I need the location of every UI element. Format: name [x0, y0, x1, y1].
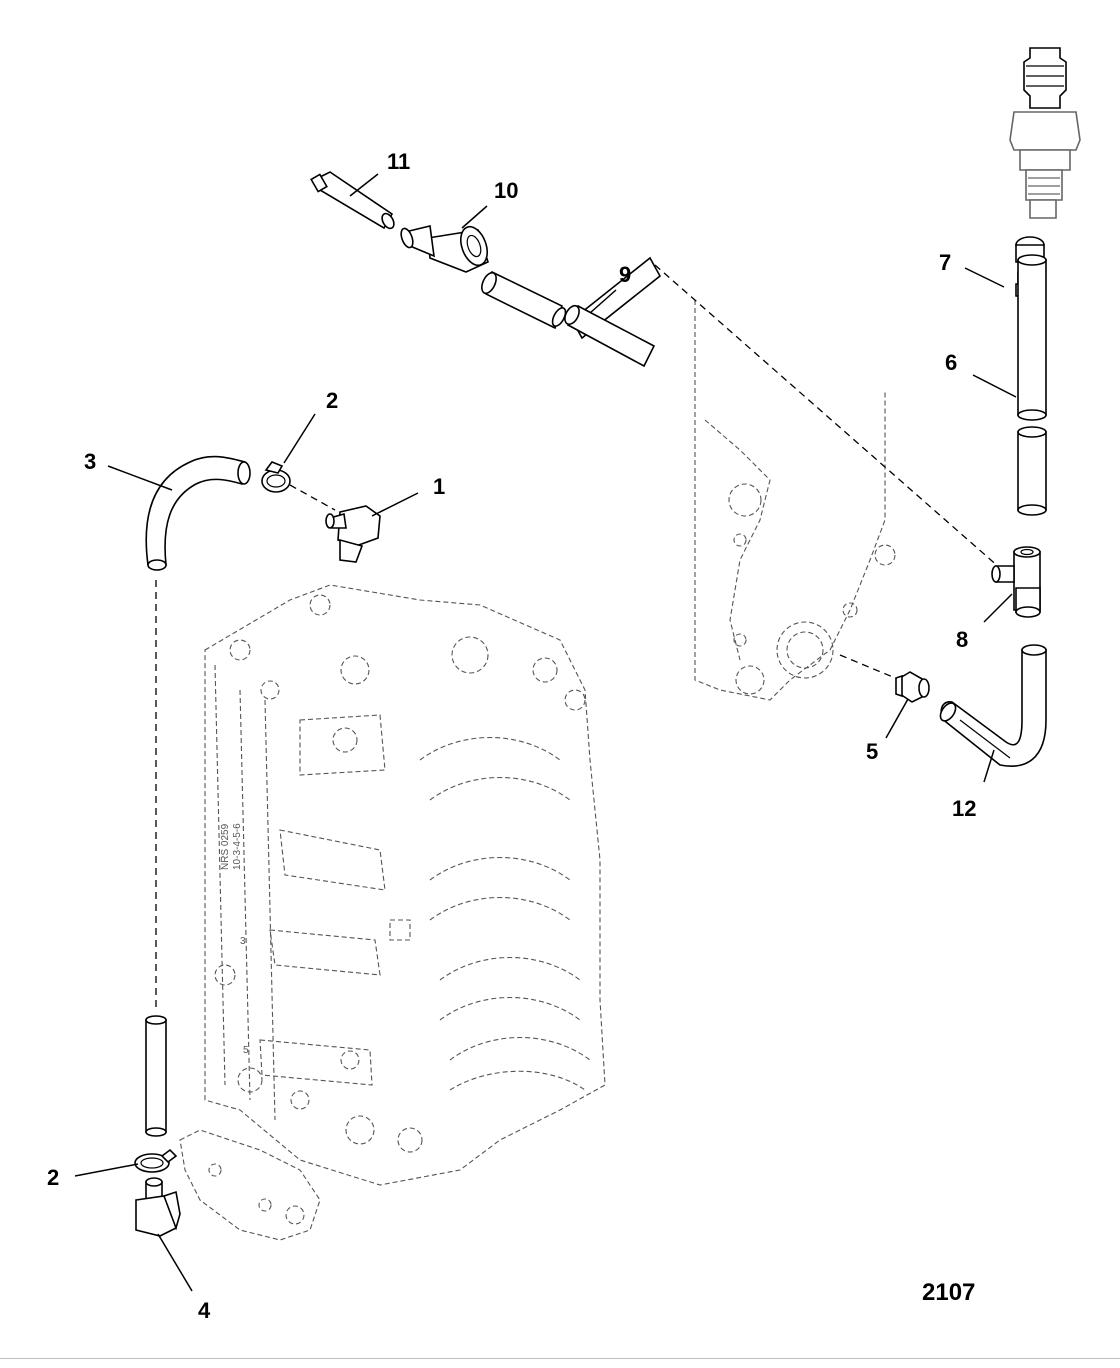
hose-9-upper-end-b [551, 307, 567, 327]
callout-2-bottom: 2 [47, 1165, 59, 1190]
tee-fitting-part-8 [991, 546, 1041, 618]
sensor-top-right [1009, 47, 1081, 219]
callout-12: 12 [952, 796, 976, 821]
clamp-part-2-top [261, 461, 291, 493]
assembly-line-hose9-tee [654, 264, 1001, 569]
figure-number: 2107 [922, 1279, 975, 1306]
connector-part-10 [400, 225, 489, 273]
hose-9-lower-end-a [564, 304, 580, 326]
clamp-part-2-bottom [134, 1148, 178, 1173]
page-bottom-rule [0, 1358, 1120, 1359]
hose-part-3 [145, 455, 251, 571]
fitting-part-5 [895, 671, 930, 703]
hose-part-12 [939, 644, 1047, 767]
elbow-fitting-part-4 [135, 1177, 181, 1237]
callout-5: 5 [866, 739, 878, 764]
callout-3: 3 [84, 449, 96, 474]
callout-9: 9 [619, 262, 631, 287]
hose-part-6 [1017, 254, 1047, 516]
block-marking-3: 3 [240, 936, 246, 947]
callout-4: 4 [198, 1298, 211, 1323]
assembly-line-clamp-elbow [289, 484, 336, 511]
assembly-line-fitting5 [839, 654, 901, 681]
callout-10: 10 [494, 178, 518, 203]
cover-plate-ghost [694, 300, 896, 701]
callout-2-top: 2 [326, 388, 338, 413]
leader-lines [74, 173, 1017, 1292]
callout-11: 11 [387, 149, 410, 174]
callout-8: 8 [956, 627, 968, 652]
block-marking-1: NRS 0259 [220, 823, 231, 870]
pin-part-11 [310, 171, 395, 230]
callout-7: 7 [939, 250, 951, 275]
callout-6: 6 [945, 350, 957, 375]
block-marking-4: 5 [243, 1045, 249, 1056]
cylinder-block-ghost [179, 584, 606, 1241]
block-marking-2: 10-3-4-5-6 [232, 823, 243, 870]
elbow-fitting-part-1 [325, 505, 381, 563]
hose-lower-left [145, 1015, 167, 1137]
callout-1: 1 [433, 474, 445, 499]
